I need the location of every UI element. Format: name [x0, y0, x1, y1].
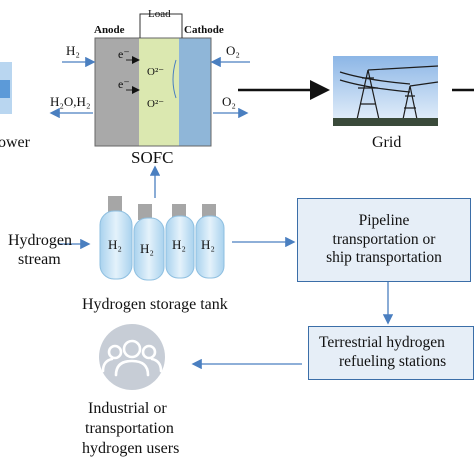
pipeline-box: Pipeline transportation or ship transpor… — [297, 198, 471, 282]
load-label: Load — [148, 8, 171, 20]
users-line2: transportation — [85, 420, 174, 437]
hydrogen-stream-line2: stream — [18, 251, 61, 268]
sofc-cell — [94, 13, 212, 147]
power-image-fragment-detail — [0, 80, 10, 98]
refueling-box: Terrestrial hydrogen refueling stations — [308, 326, 474, 380]
grid-label: Grid — [372, 134, 402, 151]
pipeline-line1: Pipeline — [358, 212, 410, 230]
users-icon — [99, 324, 165, 390]
h2o-output-label: H₂O,H₂ — [50, 94, 91, 109]
tank-label-4: H₂ — [201, 237, 215, 252]
hydrogen-stream-line1: Hydrogen — [8, 232, 72, 249]
electron-label-bottom: e⁻ — [118, 77, 130, 91]
sofc-title: SOFC — [131, 148, 174, 167]
grid-image — [333, 56, 439, 126]
sofc-outline — [94, 37, 212, 147]
refueling-line2: refueling stations — [339, 353, 447, 370]
tank-label-3: H₂ — [172, 237, 186, 252]
cathode-layer — [179, 38, 211, 146]
cathode-label: Cathode — [184, 24, 224, 36]
o2-input-label: O₂ — [226, 43, 240, 58]
electrolyte-layer — [139, 38, 179, 146]
anode-layer — [95, 38, 139, 146]
electron-label-top: e⁻ — [118, 47, 130, 61]
tank-label-2: H₂ — [140, 241, 154, 256]
power-label-fragment: ower — [0, 134, 30, 151]
anode-label: Anode — [94, 24, 125, 36]
ion-path — [172, 59, 177, 99]
pipeline-line3: ship transportation — [326, 249, 442, 267]
pipeline-line2: transportation or — [332, 230, 436, 248]
load-circuit — [139, 13, 183, 38]
h2-input-label: H₂ — [66, 43, 80, 58]
users-line3: hydrogen users — [82, 440, 180, 457]
refueling-line1: Terrestrial hydrogen — [319, 334, 445, 352]
o2-output-label: O₂ — [222, 94, 236, 109]
hydrogen-tanks — [99, 196, 225, 281]
users-line1: Industrial or — [88, 400, 167, 417]
tank-label-1: H₂ — [108, 237, 122, 252]
storage-caption: Hydrogen storage tank — [82, 296, 228, 313]
ion-label-bottom: O²⁻ — [147, 98, 165, 110]
ion-label-top: O²⁻ — [147, 66, 165, 78]
